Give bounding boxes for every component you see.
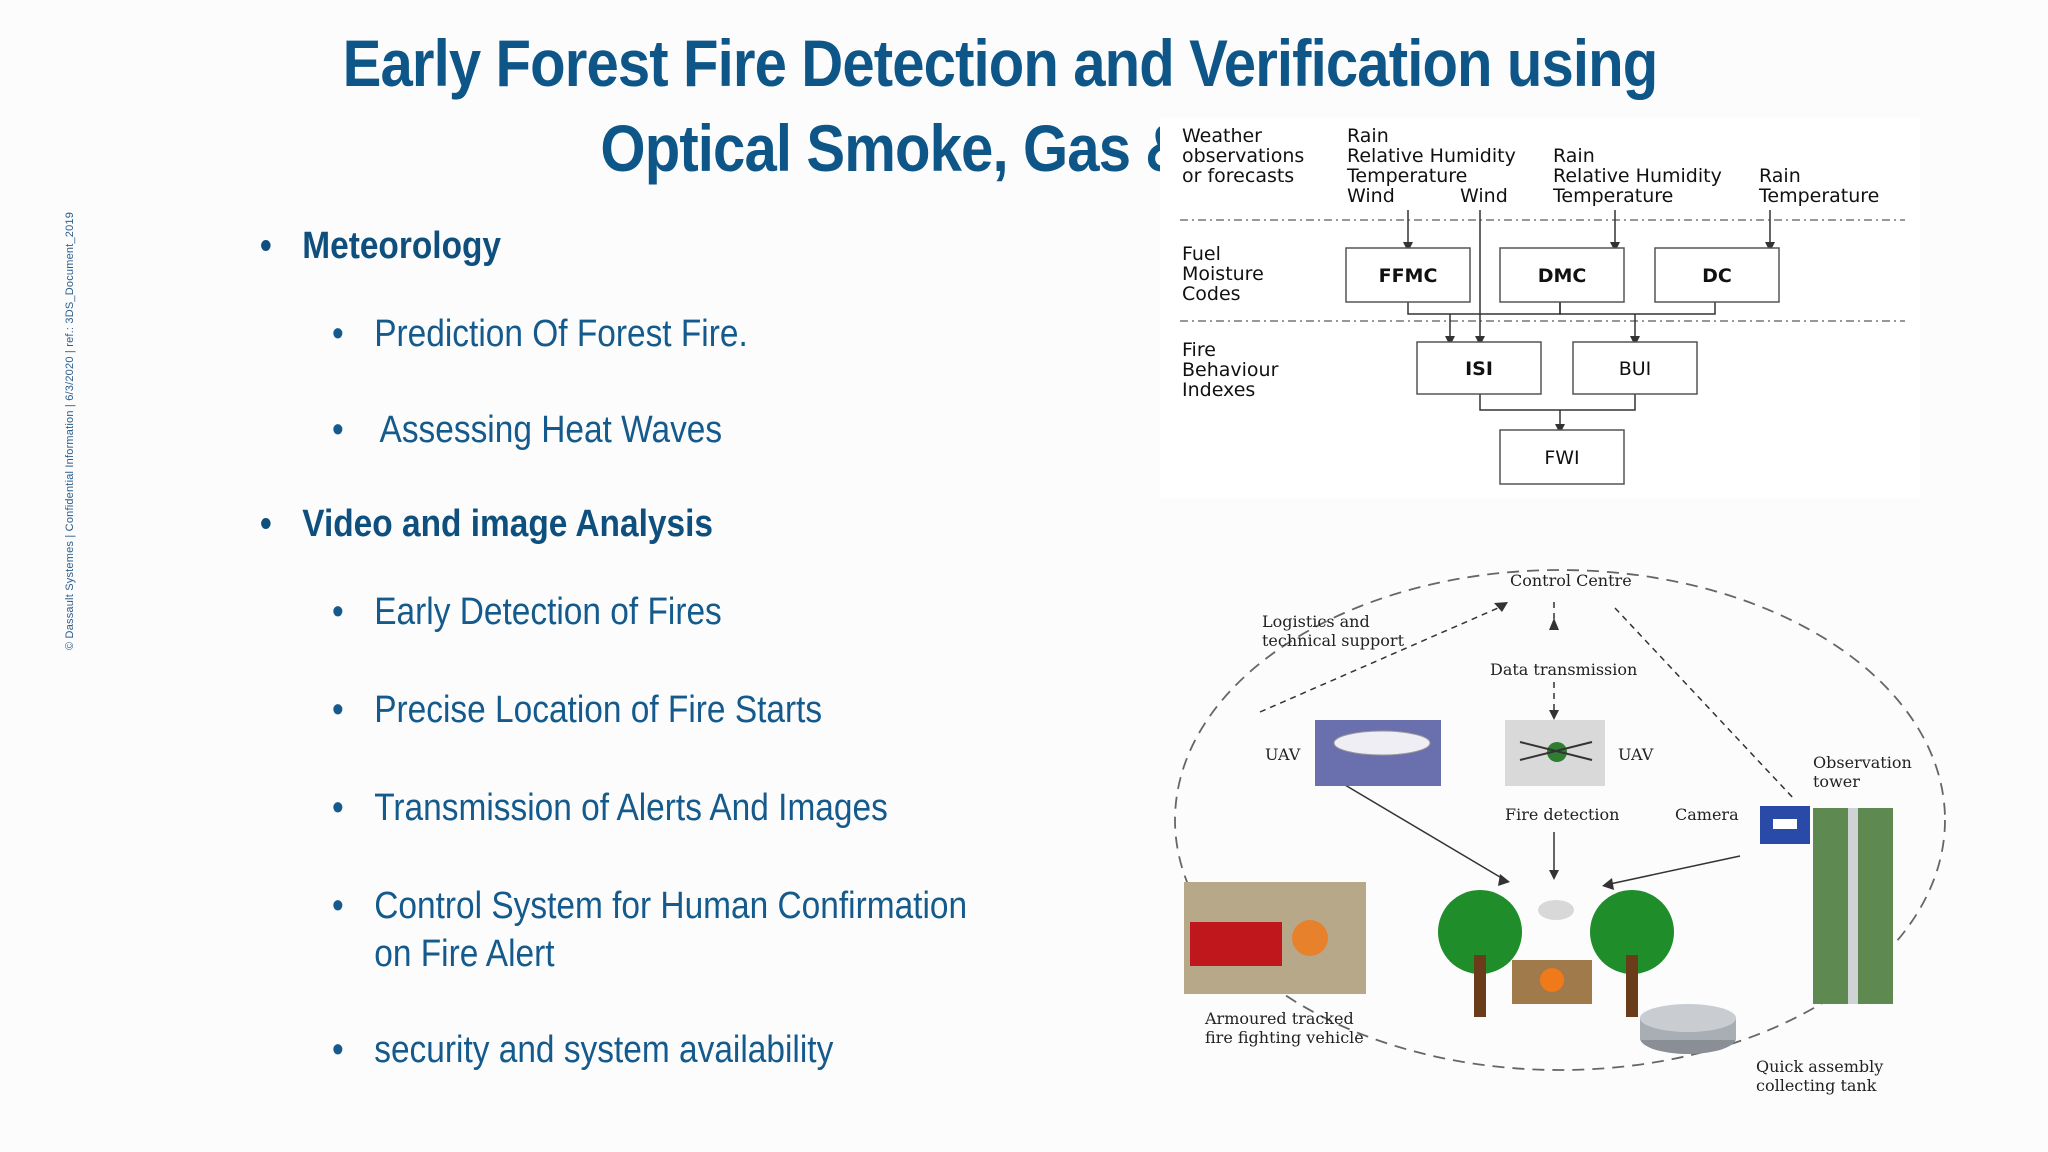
bullet-text: Prediction Of Forest Fire. [374,313,748,355]
input-col2-2: Temperature [1552,185,1673,207]
camera-label: Camera [1675,805,1739,824]
bullet-control-system: • Control System for Human Confirmation o… [332,882,967,978]
confidentiality-note: © Dassault Systemes | Confidential Infor… [64,211,76,650]
fuel-label-1: Fuel [1182,243,1221,265]
bullet-dot: • [332,409,344,451]
input-col1-2: Temperature [1346,165,1467,187]
fire-label-2: Behaviour [1182,359,1279,381]
fwi-system-diagram: Weather observations or forecasts Rain R… [1160,118,1920,498]
input-col1-1: Relative Humidity [1347,145,1516,167]
uav-left-label: UAV [1265,745,1301,764]
fire-detection-system-diagram: Control Centre Logistics and technical s… [1174,569,1946,1095]
observation-tower-label-1: Observation [1813,753,1912,772]
bullet-dot: • [332,591,344,633]
bullet-prediction: • Prediction Of Forest Fire. [332,310,748,358]
flame-icon [1292,920,1328,956]
bullet-dot: • [332,313,344,355]
bullet-dot: • [332,787,344,829]
fire-label-3: Indexes [1182,379,1255,401]
bullet-security: • security and system availability [332,1026,833,1074]
section-heading: Meteorology [302,225,502,267]
slide-title-line-2: Optical Smoke, Gas & S [600,111,1240,185]
dc-label: DC [1702,265,1732,287]
logistics-label-1: Logistics and [1262,612,1370,631]
ffmc-box [1345,247,1471,303]
dc-box [1654,247,1780,303]
smoke-icon [1538,900,1574,920]
bullet-meteorology: • Meteorology [260,225,501,268]
bullet-dot: • [260,225,272,267]
logistics-label-2: technical support [1262,631,1405,650]
tank-label-2: collecting tank [1756,1076,1877,1095]
bullet-text: Early Detection of Fires [374,591,722,633]
input-wind-isi: Wind [1460,185,1508,207]
ffmc-label: FFMC [1379,265,1438,287]
bullet-early-detection: • Early Detection of Fires [332,588,722,636]
armoured-label-1: Armoured tracked [1204,1009,1354,1028]
control-centre-label: Control Centre [1510,571,1632,590]
bui-box [1572,341,1698,395]
system-loop [1174,569,1946,1071]
input-col2-1: Relative Humidity [1553,165,1722,187]
armoured-label-2: fire fighting vehicle [1205,1028,1364,1047]
input-col1-3: Wind [1347,185,1395,207]
bullet-text-continued: on Fire Alert [374,933,555,975]
bullet-text: Transmission of Alerts And Images [374,787,888,829]
bullet-text: security and system availability [374,1029,834,1071]
isi-label: ISI [1465,358,1493,380]
data-transmission-label: Data transmission [1490,660,1637,679]
airship-icon [1333,730,1431,756]
isi-box [1416,341,1542,395]
weather-label-2: observations [1182,145,1304,167]
bullet-heat-waves: • Assessing Heat Waves [332,406,722,454]
uav-right-label: UAV [1618,745,1654,764]
bullet-text: Control System for Human Confirmation [374,885,968,927]
bullet-dot: • [332,885,344,927]
bullet-dot: • [332,689,344,731]
input-col3-1: Temperature [1758,185,1879,207]
fire-label-1: Fire [1182,339,1216,361]
fuel-label-2: Moisture [1182,263,1264,285]
fwi-box [1499,429,1625,485]
input-col1-0: Rain [1347,125,1389,147]
dmc-box [1499,247,1625,303]
fuel-label-3: Codes [1182,283,1241,305]
bui-label: BUI [1619,358,1652,380]
tank-label-1: Quick assembly [1756,1057,1883,1076]
bullet-dot: • [332,1029,344,1071]
tree-right-icon [1590,890,1674,974]
section-heading: Video and image Analysis [302,503,713,545]
observation-tower-label-2: tower [1813,772,1860,791]
bullet-text: Assessing Heat Waves [379,409,723,451]
input-col3-0: Rain [1759,165,1801,187]
fire-detection-label: Fire detection [1505,805,1619,824]
bullet-text: Precise Location of Fire Starts [374,689,823,731]
dmc-label: DMC [1538,265,1587,287]
vehicle-icon [1190,922,1282,966]
fwi-label: FWI [1544,447,1579,469]
weather-label-3: or forecasts [1182,165,1294,187]
tree-left-icon [1438,890,1522,974]
bullet-dot: • [260,503,272,545]
slide-title-line-1: Early Forest Fire Detection and Verifica… [342,26,1659,100]
weather-label-1: Weather [1182,125,1262,147]
fire-icon [1540,968,1564,992]
bullet-video-analysis: • Video and image Analysis [260,503,713,546]
bullet-transmission: • Transmission of Alerts And Images [332,784,888,832]
bullet-precise-location: • Precise Location of Fire Starts [332,686,822,734]
input-col2-0: Rain [1553,145,1595,167]
